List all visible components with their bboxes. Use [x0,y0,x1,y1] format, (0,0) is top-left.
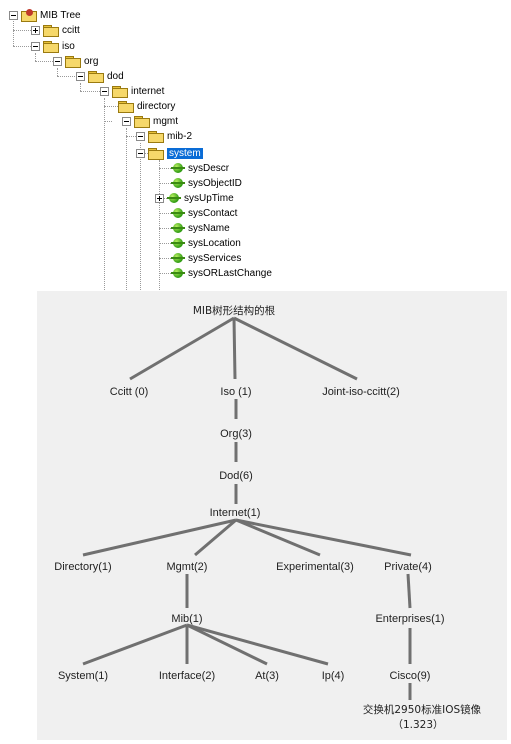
edge-root-joint [233,316,358,381]
node-at: At(3) [255,670,279,682]
node-internet: Internet(1) [210,507,261,519]
node-dod: Dod(6) [219,470,253,482]
node-org: Org(3) [220,428,252,440]
node-private: Private(4) [384,561,432,573]
tree-node-label: MIB Tree [40,9,81,21]
node-directory: Directory(1) [54,561,111,573]
node-ios-image-line2: （1.323） [392,719,443,731]
folder-icon [88,70,104,83]
tree-node-dod[interactable]: dod [76,69,124,83]
diagram-connectors [82,316,412,700]
tree-node-label: mib-2 [167,130,193,142]
expand-icon[interactable] [155,193,164,203]
tree-node-label: ccitt [62,24,80,36]
node-enterprises: Enterprises(1) [375,613,444,625]
node-mgmt: Mgmt(2) [167,561,208,573]
tree-leaf-sysuptime[interactable]: sysUpTime [155,191,234,205]
tree-node-label-selected: system [167,147,203,159]
collapse-icon[interactable] [53,56,62,66]
mib-object-icon [171,267,185,279]
tree-leaf-label: sysUpTime [184,192,234,204]
collapse-icon[interactable] [136,148,145,158]
tree-leaf-syscontact[interactable]: sysContact [171,206,237,220]
edge-mib-at [186,623,268,666]
edge-root-iso [232,317,237,380]
node-ip: Ip(4) [322,670,345,682]
tree-leaf-label: sysContact [188,207,238,219]
tree-leaf-label: sysServices [188,252,242,264]
node-system: System(1) [58,670,108,682]
collapse-icon[interactable] [76,71,85,81]
collapse-icon[interactable] [9,10,18,20]
tree-node-org[interactable]: org [53,54,98,68]
mib-tree-diagram-svg: MIB树形结构的根 Ccitt (0) Iso (1) Joint-iso-cc… [54,304,482,731]
tree-node-label: iso [62,40,75,52]
tree-leaf-label: sysName [188,222,230,234]
tree-node-system[interactable]: system [136,146,203,160]
mib-object-icon [171,177,185,189]
collapse-icon[interactable] [122,116,131,126]
expand-icon[interactable] [31,25,40,35]
edge-internet-directory [82,518,237,557]
tree-leaf-sysdescr[interactable]: sysDescr [171,161,229,175]
collapse-icon[interactable] [136,131,145,141]
mib-tree-diagram: MIB树形结构的根 Ccitt (0) Iso (1) Joint-iso-cc… [37,291,507,740]
edge-internet-private [235,518,412,557]
tree-leaf-syslocation[interactable]: sysLocation [171,236,241,250]
tree-node-label: org [84,55,99,67]
folder-icon [112,85,128,98]
tree-leaf-label: sysLocation [188,237,241,249]
tree-node-label: internet [131,85,165,97]
node-ccitt: Ccitt (0) [110,386,149,398]
node-cisco: Cisco(9) [390,670,431,682]
mib-object-icon [171,252,185,264]
tree-leaf-sysobjectid[interactable]: sysObjectID [171,176,242,190]
node-root-title: MIB树形结构的根 [193,304,276,317]
tree-node-directory[interactable]: directory [118,99,175,113]
edge-private-enterprises [406,573,412,609]
folder-icon [118,100,134,113]
mib-object-icon [171,237,185,249]
node-experimental: Experimental(3) [276,561,354,573]
node-mib: Mib(1) [171,613,202,625]
edge-mib-ip [186,623,329,666]
folder-icon [134,115,150,128]
edge-mib-system [82,623,188,666]
tree-leaf-sysname[interactable]: sysName [171,221,230,235]
tree-node-label: dod [107,70,124,82]
mib-root-icon [21,9,37,22]
open-folder-icon [148,147,164,160]
mib-object-icon [171,162,185,174]
folder-icon [43,24,59,37]
tree-leaf-label: sysDescr [188,162,230,174]
mib-object-icon [167,192,181,204]
folder-icon [65,55,81,68]
tree-node-internet[interactable]: internet [100,84,164,98]
folder-icon [43,40,59,53]
edge-internet-mgmt [194,518,237,557]
node-ios-image-line1: 交换机2950标准IOS镜像 [363,703,482,716]
tree-leaf-label: sysORLastChange [188,267,272,279]
node-interface: Interface(2) [159,670,215,682]
mib-object-icon [171,207,185,219]
edge-root-ccitt [129,316,235,381]
node-iso: Iso (1) [220,386,251,398]
edge-internet-experimental [235,518,321,557]
tree-node-label: mgmt [153,115,178,127]
collapse-icon[interactable] [100,86,109,96]
tree-node-mib-2[interactable]: mib-2 [136,129,192,143]
folder-icon [148,130,164,143]
collapse-icon[interactable] [31,41,40,51]
tree-node-iso[interactable]: iso [31,39,75,53]
tree-node-root[interactable]: MIB Tree [9,8,81,22]
tree-node-label: directory [137,100,176,112]
tree-leaf-label: sysObjectID [188,177,242,189]
tree-leaf-sysorlastchange[interactable]: sysORLastChange [171,266,272,280]
tree-node-ccitt[interactable]: ccitt [31,23,80,37]
mib-tree-view: MIB Tree ccitt iso org dod internet dire… [0,0,511,290]
mib-object-icon [171,222,185,234]
tree-leaf-sysservices[interactable]: sysServices [171,251,241,265]
tree-node-mgmt[interactable]: mgmt [122,114,178,128]
node-joint-iso-ccitt: Joint-iso-ccitt(2) [322,386,400,398]
